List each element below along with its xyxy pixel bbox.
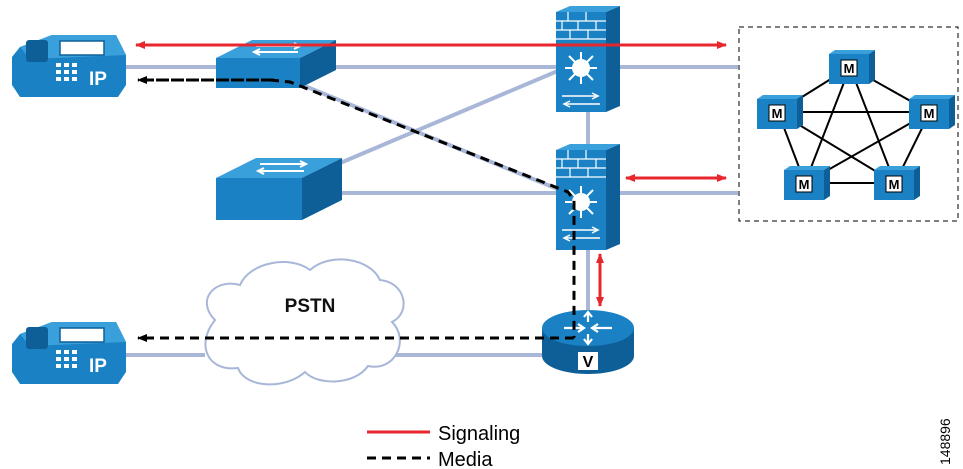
voice-router-icon: V [542,310,634,374]
cluster-node-label: M [924,106,935,121]
legend-media-label: Media [438,449,493,469]
router-label: V [583,354,594,371]
cluster-node-label: M [772,106,783,121]
cluster-node-label: M [844,61,855,76]
switch-icon [216,158,342,220]
call-manager-icon: M [757,95,803,129]
call-manager-icon: M [829,50,875,84]
firewall-switch-icon [556,144,620,250]
media-paths [137,76,576,342]
call-manager-icon: M [874,166,920,200]
call-manager-icon: M [909,95,955,129]
link-switch-mid-firewall-top [299,68,561,182]
ip-phone-icon: IP [12,35,126,97]
cluster-boundary [738,26,959,222]
legend-signaling-label: Signaling [438,423,520,445]
call-manager-icon: M [784,166,830,200]
firewall-switch-icon [556,6,620,112]
signaling-arrows [135,41,727,307]
pstn-cloud: PSTN [204,258,405,386]
phone-bottom-label: IP [89,356,107,377]
ip-phone-icon: IP [12,322,126,384]
cluster-node-label: M [889,177,900,192]
cluster-node-label: M [799,177,810,192]
figure-id: 148896 [937,418,953,465]
legend: Signaling Media [367,423,520,469]
phone-top-label: IP [89,69,107,90]
pstn-label: PSTN [285,296,336,317]
